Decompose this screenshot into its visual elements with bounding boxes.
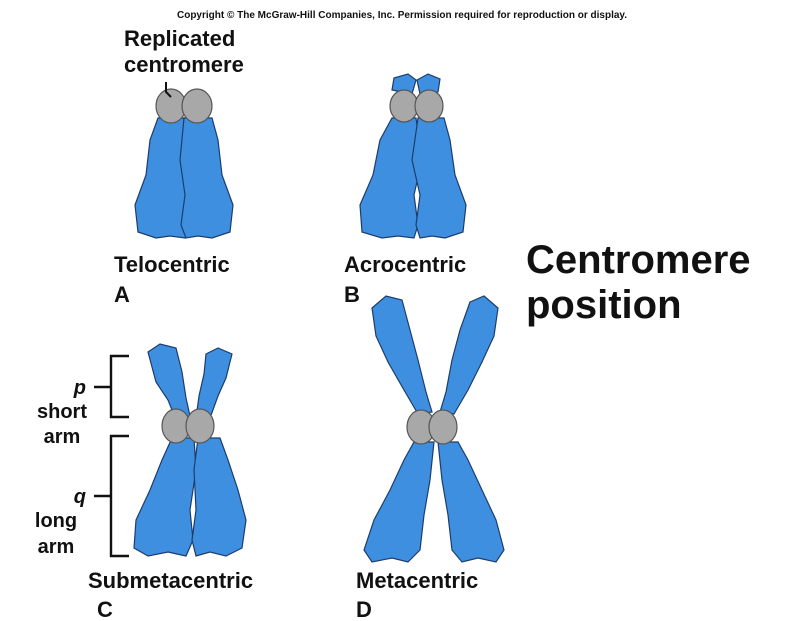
p-arm-left [148, 344, 190, 420]
upper-arm-left [372, 296, 432, 414]
centromere-left [390, 90, 418, 122]
letter-d: D [356, 597, 372, 621]
label-submetacentric: Submetacentric [88, 568, 253, 593]
p-arm-short: short [37, 401, 87, 423]
callout-line1: Replicated [124, 26, 235, 51]
letter-a: A [114, 282, 130, 307]
chromatid-left [360, 118, 422, 238]
q-arm-bracket [111, 436, 129, 556]
lower-arm-right [438, 442, 504, 562]
centromere-right [182, 89, 212, 123]
chromatid-right [412, 118, 466, 238]
centromere-right [415, 90, 443, 122]
p-arm-bracket [111, 356, 129, 417]
upper-arm-right [440, 296, 498, 414]
chromatid-right [180, 118, 233, 238]
p-arm-arm: arm [44, 426, 81, 448]
heading-line1: Centromere [526, 238, 751, 282]
lower-arm-left [364, 442, 434, 562]
chromosome-acrocentric [360, 74, 466, 238]
callout-line2: centromere [124, 52, 244, 77]
letter-c: C [97, 597, 113, 621]
chromosome-telocentric [135, 89, 233, 238]
label-metacentric: Metacentric [356, 568, 478, 593]
q-arm-letter: q [74, 486, 86, 508]
label-telocentric: Telocentric [114, 252, 230, 277]
letter-b: B [344, 282, 360, 307]
label-acrocentric: Acrocentric [344, 252, 466, 277]
p-arm-right [196, 348, 232, 418]
heading-line2: position [526, 283, 682, 327]
chromosome-metacentric [364, 296, 504, 562]
q-arm-right [192, 438, 246, 556]
chromosome-submetacentric [134, 344, 246, 556]
p-arm-letter: p [73, 377, 86, 399]
q-arm-left [134, 438, 196, 556]
centromere-right [429, 410, 457, 444]
q-arm-long: long [35, 510, 77, 532]
copyright-text: Copyright © The McGraw-Hill Companies, I… [177, 10, 627, 21]
q-arm-arm: arm [38, 536, 75, 558]
centromere-right [186, 409, 214, 443]
